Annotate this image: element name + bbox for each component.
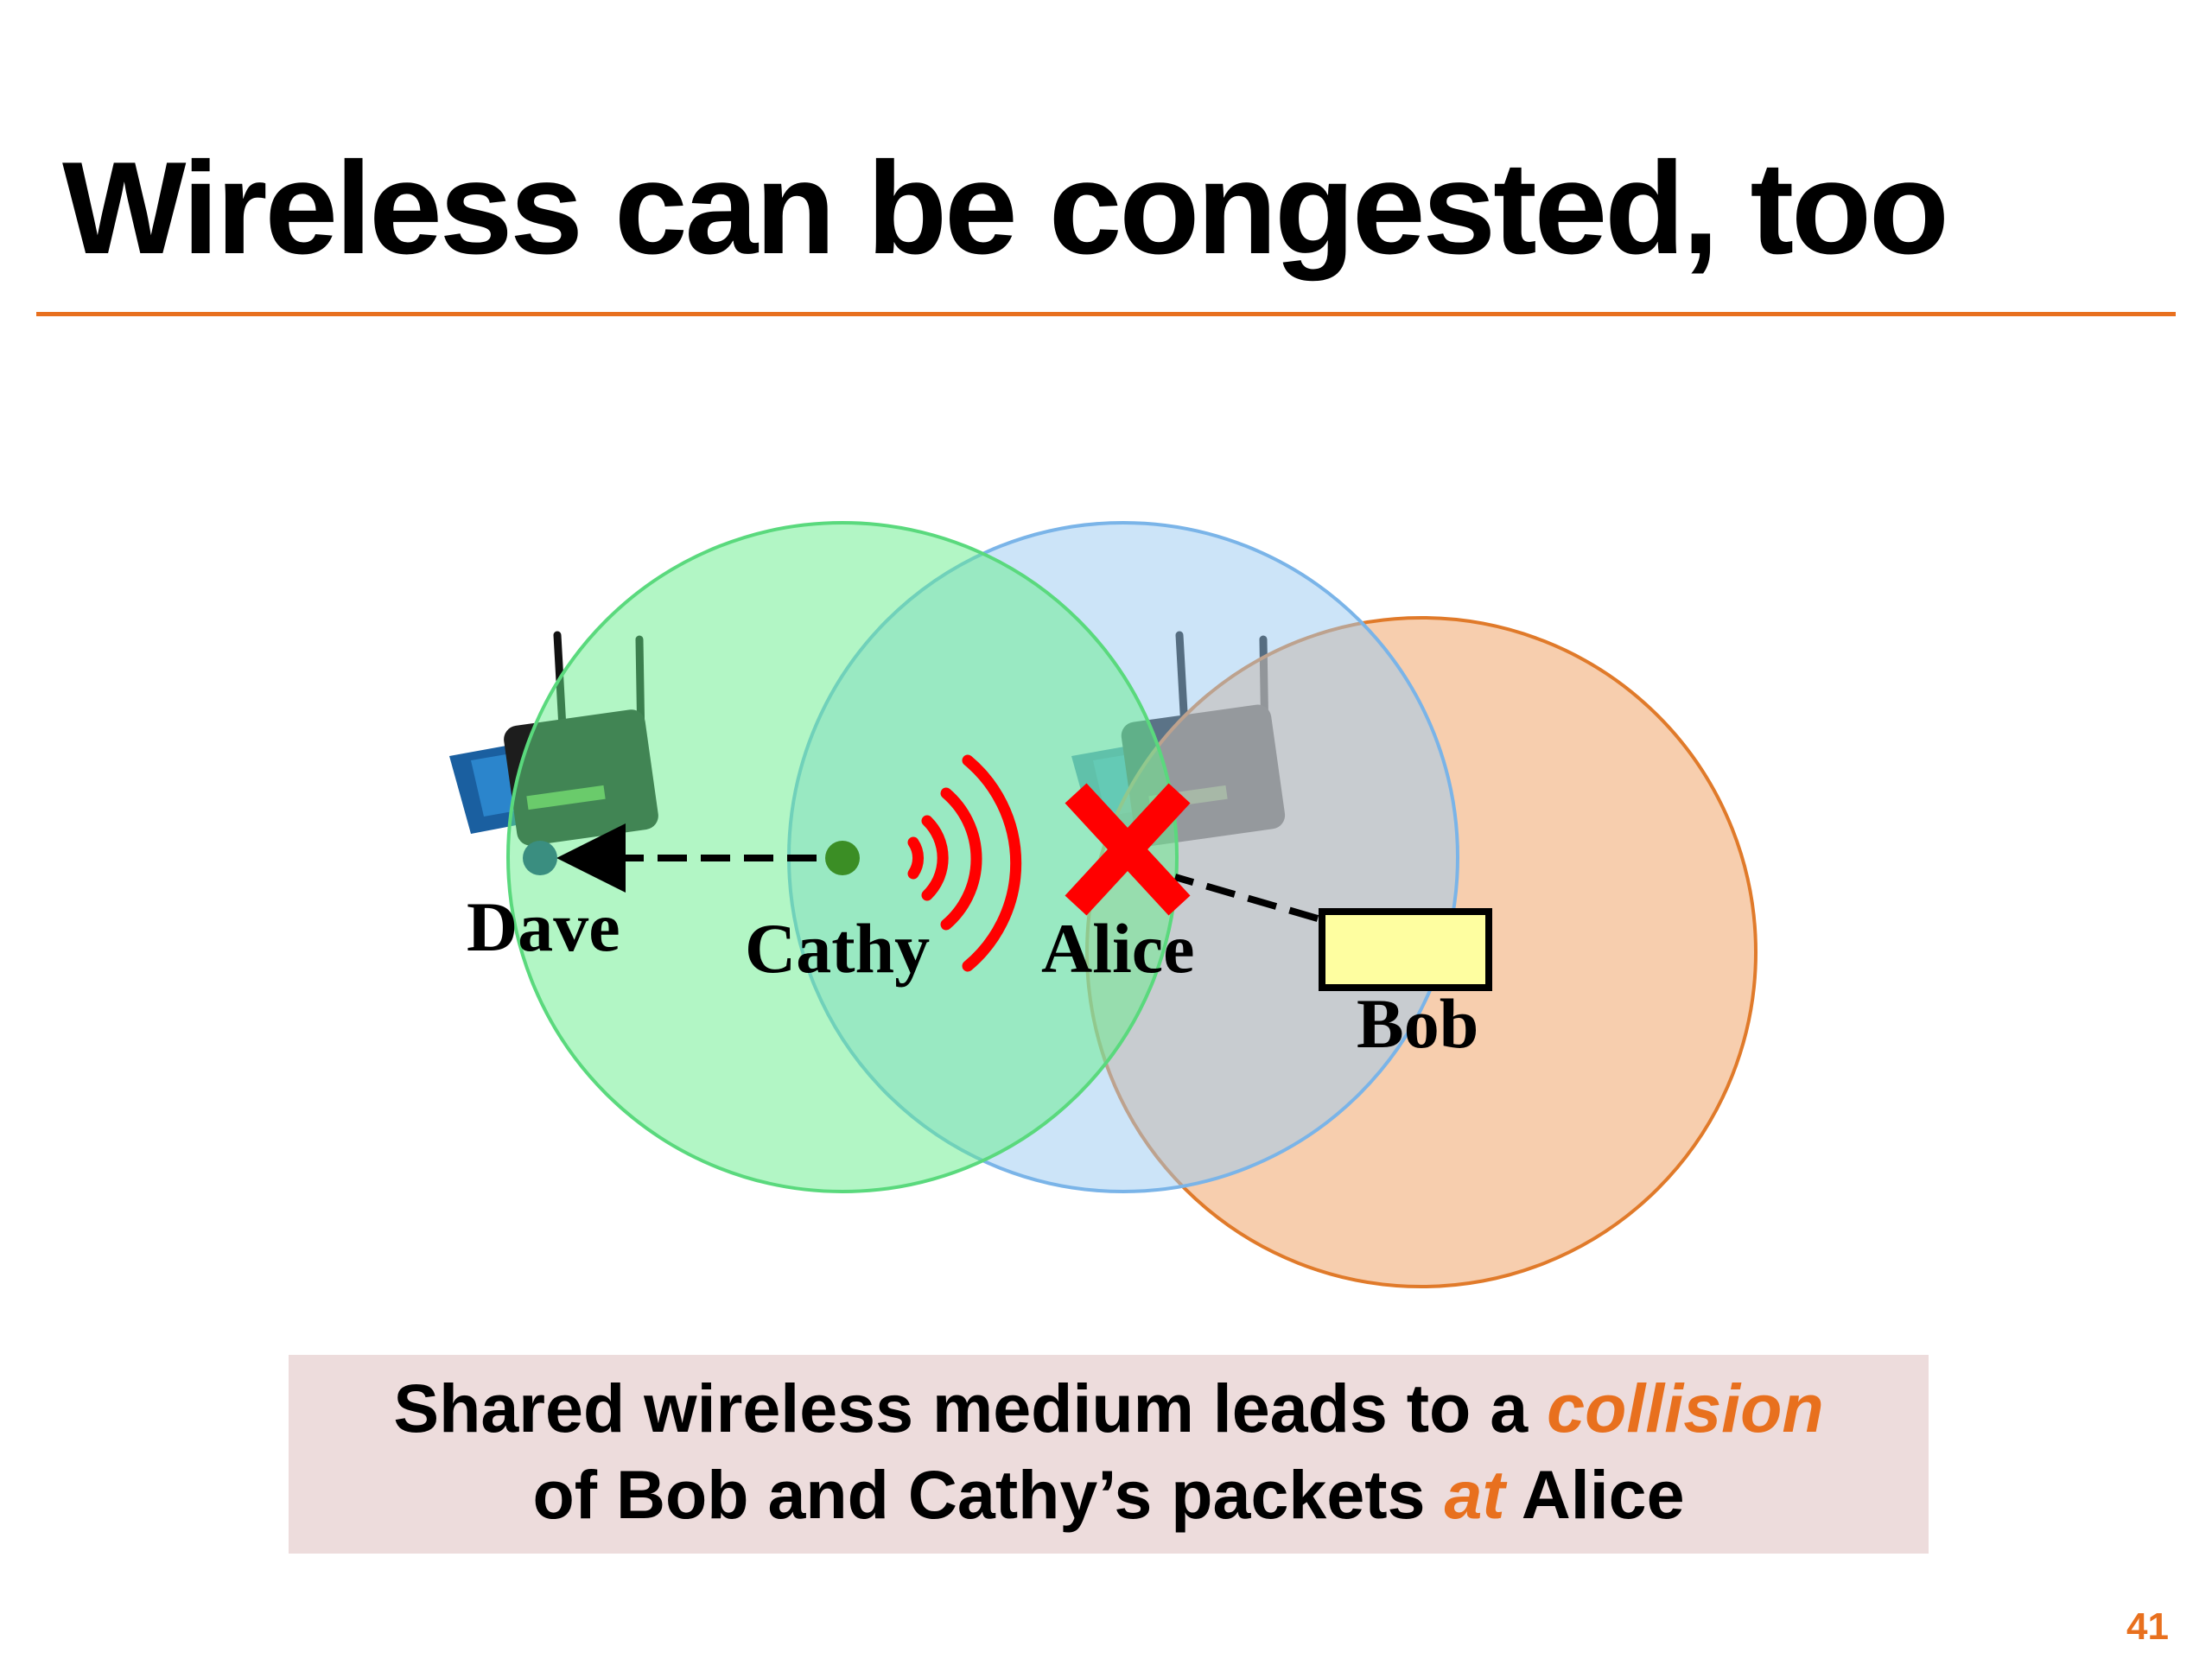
cathy-node (825, 841, 860, 875)
emphasis-at: at (1444, 1456, 1504, 1533)
page-number: 41 (2126, 1605, 2169, 1649)
caption-box: Shared wireless medium leads to a collis… (289, 1355, 1929, 1554)
dave-node (523, 841, 557, 875)
caption-line-2: of Bob and Cathy’s packets at Alice (289, 1452, 1929, 1538)
alice-label: Alice (1041, 909, 1195, 988)
dave-label: Dave (467, 887, 620, 966)
cathy-label: Cathy (745, 909, 930, 988)
bob-device (1322, 912, 1489, 988)
bob-label: Bob (1357, 984, 1478, 1063)
emphasis-collision: collision (1547, 1370, 1823, 1446)
caption-line-1: Shared wireless medium leads to a collis… (289, 1365, 1929, 1452)
